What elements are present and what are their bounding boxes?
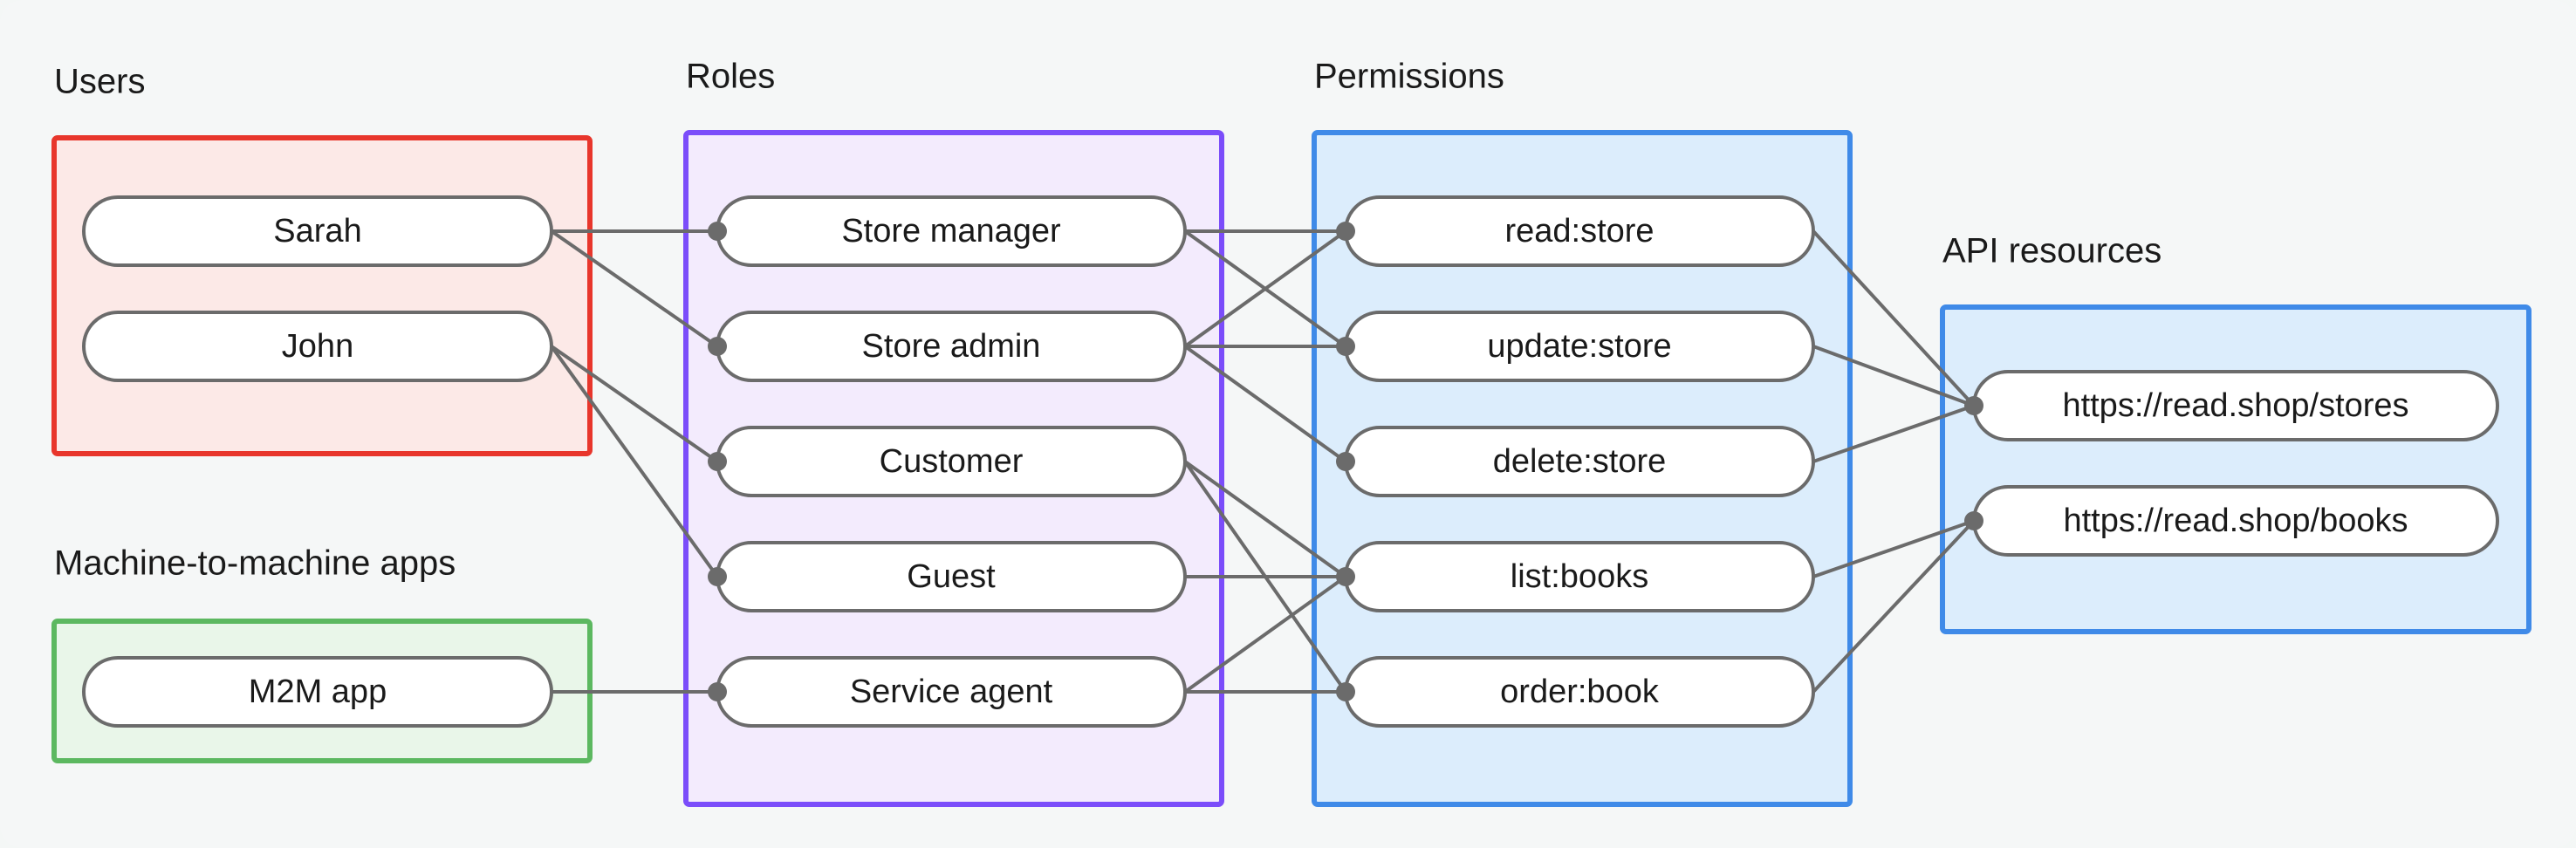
edge-endpoint-dot-customer — [708, 452, 727, 471]
edge-endpoint-dot-service_agent — [708, 682, 727, 701]
edge-endpoint-dot-read_store — [1336, 222, 1355, 241]
edge-endpoint-dot-res_books — [1964, 511, 1983, 530]
node-customer[interactable]: Customer — [716, 426, 1187, 497]
node-guest[interactable]: Guest — [716, 541, 1187, 612]
node-label-m2mapp: M2M app — [249, 674, 387, 710]
node-label-res_stores: https://read.shop/stores — [2062, 387, 2408, 424]
node-label-res_books: https://read.shop/books — [2063, 503, 2408, 539]
edge-john-to-customer — [550, 345, 719, 463]
node-label-update_store: update:store — [1487, 328, 1671, 365]
node-label-service_agent: Service agent — [850, 674, 1053, 710]
edge-endpoint-dot-order_book — [1336, 682, 1355, 701]
edge-list_books-to-res_books — [1812, 519, 1975, 578]
node-shape-m2mapp[interactable] — [82, 656, 553, 728]
node-order_book[interactable]: order:book — [1344, 656, 1815, 728]
node-list_books[interactable]: list:books — [1344, 541, 1815, 612]
group-label-permissions: Permissions — [1314, 58, 1504, 96]
node-m2mapp[interactable]: M2M app — [82, 656, 553, 728]
node-label-delete_store: delete:store — [1493, 443, 1667, 480]
node-label-john: John — [282, 328, 353, 365]
group-label-resources: API resources — [1942, 232, 2162, 270]
edge-endpoint-dots-layer — [708, 222, 1983, 701]
node-label-guest: Guest — [907, 558, 996, 595]
edge-endpoint-dot-store_manager — [708, 222, 727, 241]
edge-store_admin-to-read_store — [1183, 229, 1347, 348]
node-delete_store[interactable]: delete:store — [1344, 426, 1815, 497]
group-label-m2m: Machine-to-machine apps — [54, 544, 456, 583]
node-label-customer: Customer — [880, 443, 1024, 480]
node-john[interactable]: John — [82, 311, 553, 382]
node-update_store[interactable]: update:store — [1344, 311, 1815, 382]
node-res_stores[interactable]: https://read.shop/stores — [1972, 370, 2499, 441]
node-shape-sarah[interactable] — [82, 195, 553, 267]
edge-read_store-to-res_stores — [1812, 229, 1976, 407]
node-service_agent[interactable]: Service agent — [716, 656, 1187, 728]
node-label-read_store: read:store — [1504, 213, 1654, 250]
group-box-resources — [1940, 304, 2531, 634]
edge-endpoint-dot-guest — [708, 567, 727, 586]
edge-endpoint-dot-res_stores — [1964, 396, 1983, 415]
edge-sarah-to-store_admin — [550, 229, 719, 348]
node-shape-john[interactable] — [82, 311, 553, 382]
edge-customer-to-list_books — [1183, 460, 1347, 578]
edge-update_store-to-res_stores — [1812, 345, 1975, 407]
node-res_books[interactable]: https://read.shop/books — [1972, 485, 2499, 557]
edge-service_agent-to-list_books — [1183, 575, 1347, 694]
edge-endpoint-dot-delete_store — [1336, 452, 1355, 471]
edge-store_admin-to-delete_store — [1183, 345, 1347, 463]
node-label-store_admin: Store admin — [862, 328, 1041, 365]
edge-order_book-to-res_books — [1812, 519, 1976, 694]
edge-endpoint-dot-list_books — [1336, 567, 1355, 586]
node-read_store[interactable]: read:store — [1344, 195, 1815, 267]
node-store_admin[interactable]: Store admin — [716, 311, 1187, 382]
node-label-store_manager: Store manager — [841, 213, 1061, 250]
edges-layer — [550, 229, 1976, 694]
edge-delete_store-to-res_stores — [1812, 404, 1975, 463]
edge-endpoint-dot-update_store — [1336, 337, 1355, 356]
edge-john-to-guest — [550, 345, 719, 578]
node-label-sarah: Sarah — [273, 213, 361, 250]
node-label-list_books: list:books — [1511, 558, 1648, 595]
group-label-users: Users — [54, 63, 145, 101]
node-store_manager[interactable]: Store manager — [716, 195, 1187, 267]
group-label-roles: Roles — [686, 58, 775, 96]
edge-endpoint-dot-store_admin — [708, 337, 727, 356]
node-label-order_book: order:book — [1500, 674, 1660, 710]
group-box-users — [51, 135, 593, 456]
node-sarah[interactable]: Sarah — [82, 195, 553, 267]
